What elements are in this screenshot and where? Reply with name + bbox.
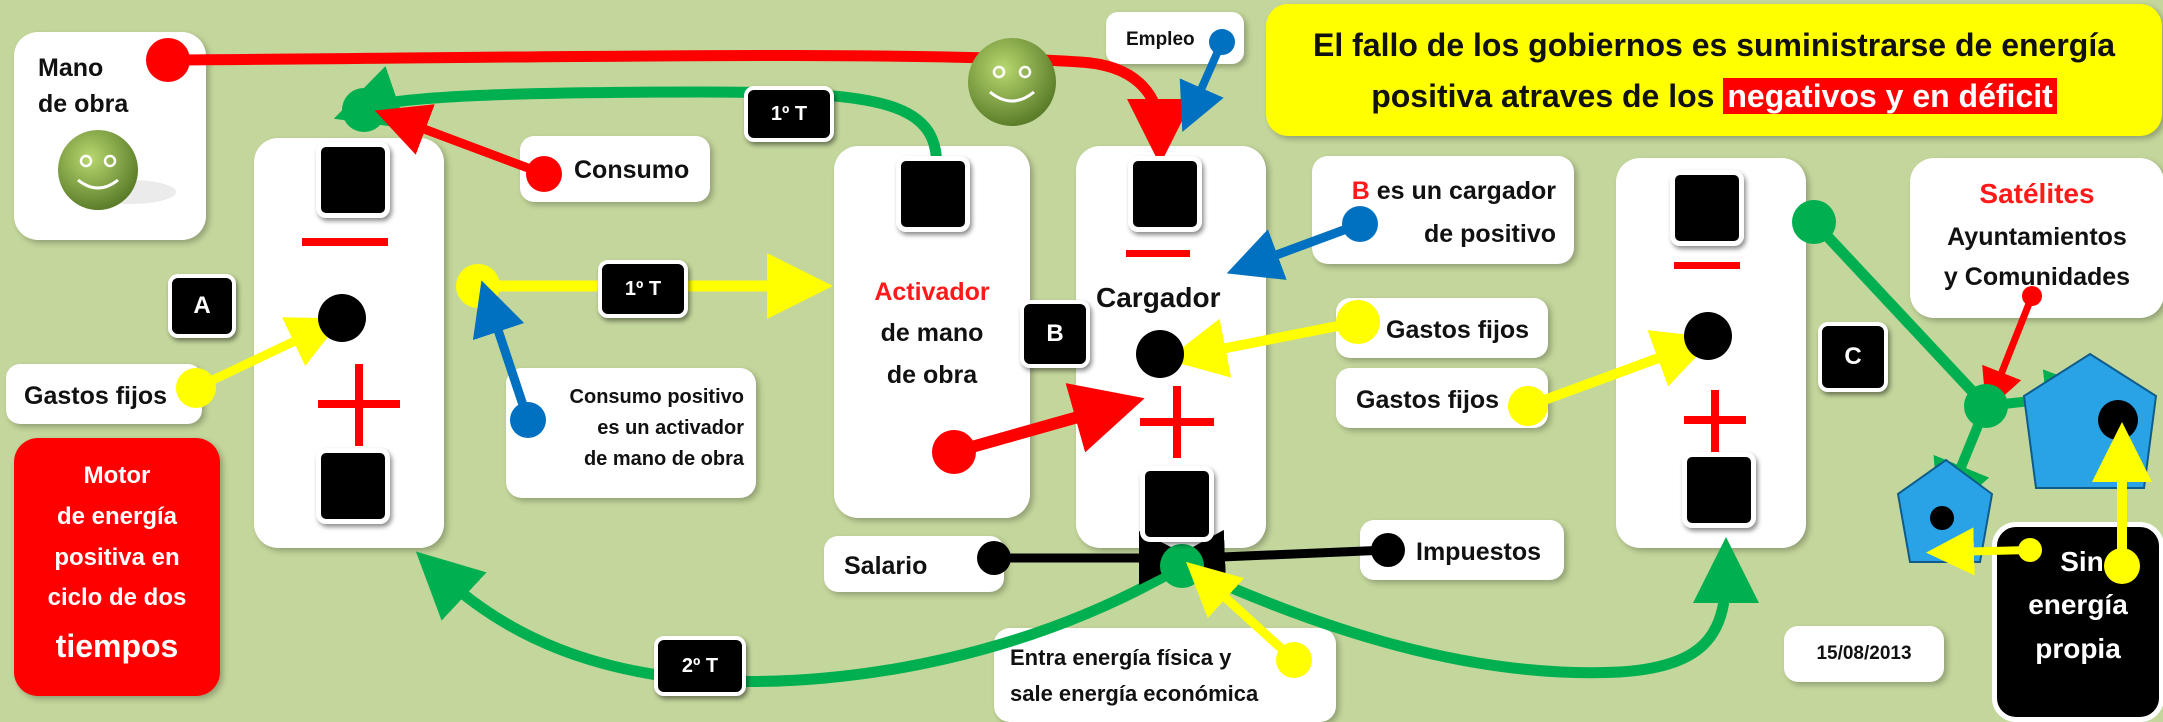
b-cargador-label: B es un cargador de positivo (1351, 177, 1556, 248)
date-box (1784, 626, 1944, 682)
arrow-green-c-satelites (1809, 218, 1991, 410)
dot-green-satelites-junction (1964, 384, 2008, 428)
column-c-plus-v (1711, 390, 1719, 452)
smiley-icon-top (968, 38, 1056, 126)
column-c-minus (1674, 262, 1740, 269)
dot-blue-consumo-positivo (510, 402, 546, 438)
column-c-bottom-square (1682, 452, 1756, 528)
arrow-red-satelites (1982, 294, 2036, 412)
column-a-top-square (316, 142, 390, 218)
dot-yellow-gastos-fijos-c (1508, 386, 1548, 426)
arrow-blue-consumo-positivo (472, 280, 533, 422)
dot-red-satelites (2022, 286, 2042, 306)
consumo-label: Consumo (574, 156, 690, 184)
arrow-red-activador (952, 383, 1145, 458)
dot-yellow-1t-mid (456, 264, 500, 308)
cargador-node (1136, 330, 1184, 378)
cargador-plus-v (1173, 386, 1181, 458)
tag-c: C (1818, 322, 1888, 392)
arrow-green-to-c (1179, 537, 1759, 679)
headline-box (1266, 4, 2162, 136)
dot-yellow-gastos-fijos-b (1336, 300, 1380, 344)
smiley-icon-mano-de-obra (58, 130, 176, 210)
tag-1t-top: 1º T (744, 86, 834, 142)
arrow-red-mano-de-obra (167, 50, 1193, 165)
pentagon-big-center (2098, 400, 2138, 440)
dot-green-cargador-base (1160, 544, 1204, 588)
gastos-fijos-right-label: Gastos fijos (1356, 386, 1500, 414)
dot-yellow-gastos-fijos-a (176, 368, 216, 408)
dot-green-c (1792, 200, 1836, 244)
column-a-node (318, 294, 366, 342)
cargador-bottom-square (1140, 466, 1214, 542)
dot-blue-empleo (1209, 29, 1235, 55)
dot-blue-b-cargador (1342, 206, 1378, 242)
dot-green-a-top (342, 88, 386, 132)
column-c-node (1684, 312, 1732, 360)
activador-top-square (896, 156, 970, 232)
cargador-top-square (1128, 156, 1202, 232)
tag-a: A (168, 274, 236, 338)
cargador-label: Cargador (1096, 282, 1221, 313)
headline-text: El fallo de los gobiernos es suministrar… (1312, 27, 2116, 115)
pentagon-small-center (1930, 506, 1954, 530)
tag-b: B (1020, 300, 1090, 368)
dot-red-consumo (526, 156, 562, 192)
dot-yellow-sin-energia-small (2018, 538, 2042, 562)
consumo-positivo-box (506, 368, 756, 498)
arrow-red-consumo (374, 104, 546, 179)
dot-yellow-sin-energia-big (2104, 548, 2140, 584)
motor-box (14, 438, 220, 696)
arrow-yellow-entra-energia (1186, 561, 1298, 664)
column-a-minus (302, 238, 388, 246)
arrow-green-1t-top (333, 66, 943, 177)
salario-label: Salario (844, 552, 928, 580)
column-a-plus-v (355, 364, 363, 446)
gastos-fijos-mid-label: Gastos fijos (1386, 316, 1530, 344)
empleo-label: Empleo (1126, 29, 1195, 50)
gastos-fijos-left-label: Gastos fijos (24, 382, 168, 410)
column-c-top-square (1670, 170, 1744, 246)
arrow-yellow-gastos-fijos-a (194, 317, 343, 393)
cargador-minus (1126, 250, 1190, 257)
dot-yellow-entra-energia (1276, 642, 1312, 678)
date-label: 15/08/2013 (1816, 643, 1912, 664)
arrow-yellow-sin-energia-small (1926, 527, 2031, 576)
tag-1t-mid: 1º T (598, 260, 688, 318)
salario-box (824, 536, 1004, 592)
dot-black-salario (977, 541, 1011, 575)
tag-2t: 2º T (654, 636, 746, 696)
arrow-black-impuestos (1171, 529, 1389, 584)
dot-red-mano-de-obra (146, 38, 190, 82)
headline-highlight: negativos y en déficit (1723, 78, 2057, 115)
impuestos-label: Impuestos (1416, 538, 1542, 566)
arrow-blue-b-cargador (1226, 219, 1362, 280)
arrow-yellow-gastos-fijos-b (1166, 317, 1359, 378)
gastos-fijos-left-box (6, 364, 202, 424)
column-a-bottom-square (316, 448, 390, 524)
dot-red-activador (932, 430, 976, 474)
arrow-yellow-gastos-fijos-c (1526, 330, 1715, 411)
dot-black-impuestos (1371, 533, 1405, 567)
